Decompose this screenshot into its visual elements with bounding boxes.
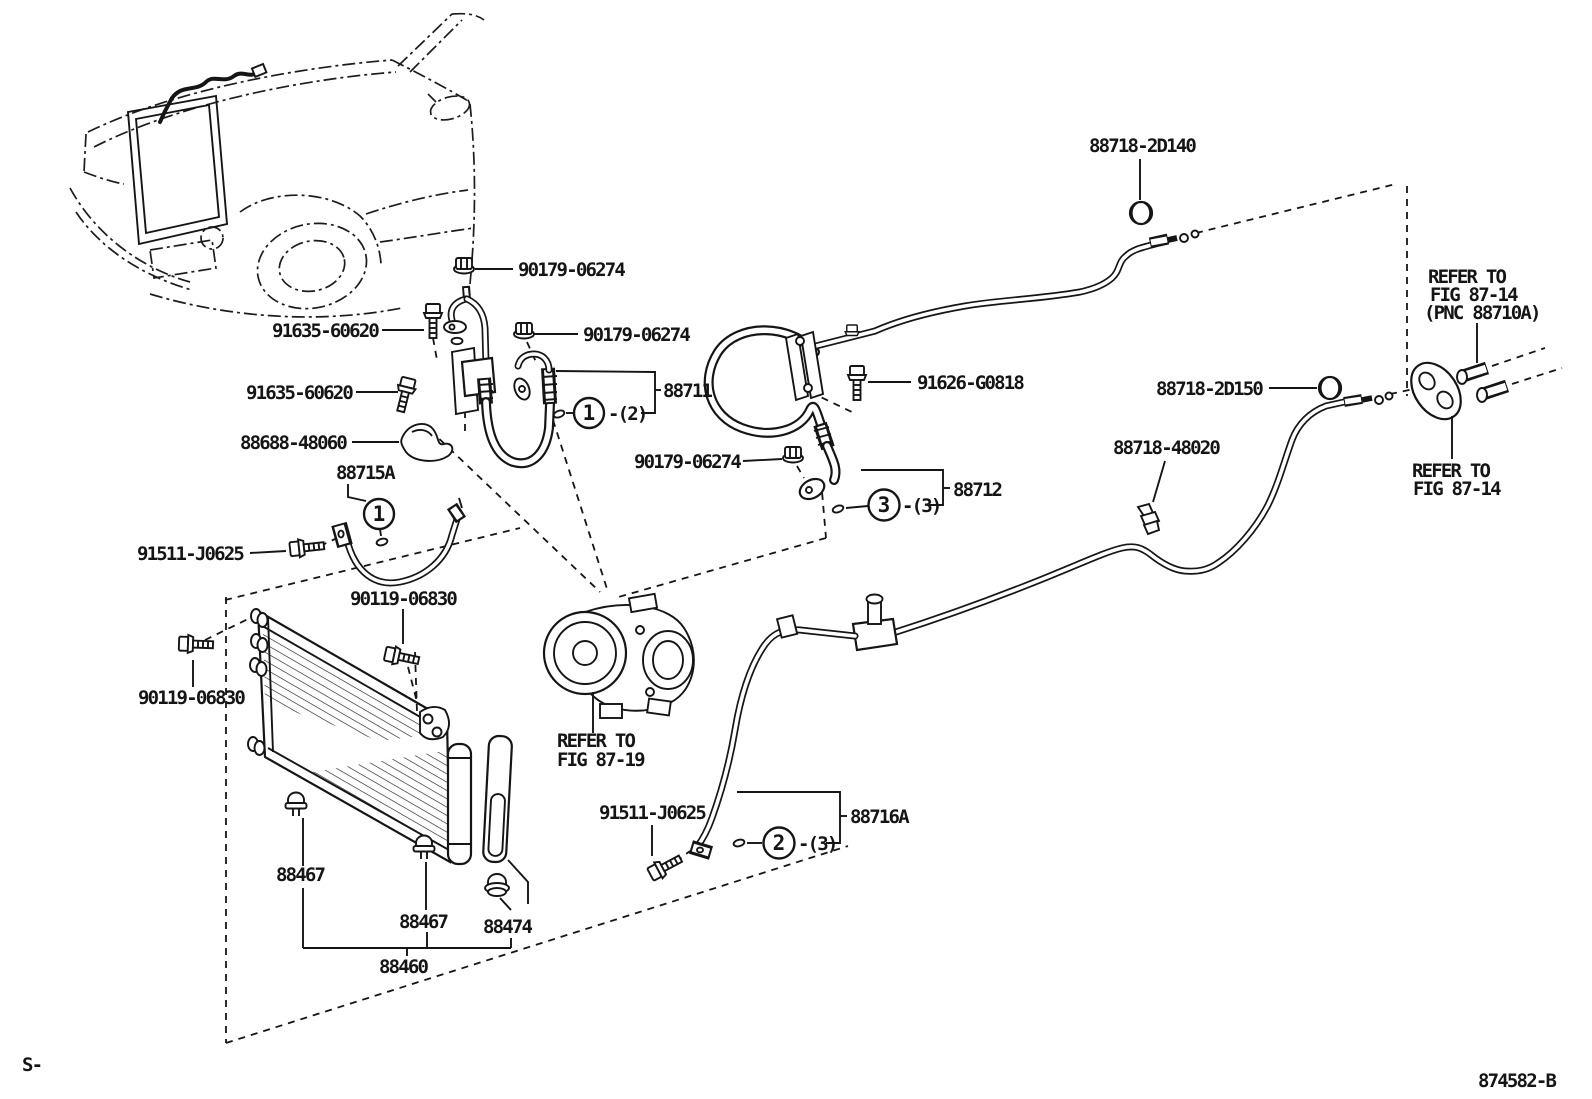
label-88467-left: 88467: [276, 864, 326, 886]
sheet-prefix: S-: [22, 1054, 41, 1076]
label-88718-48020: 88718-48020: [1113, 437, 1220, 459]
drier-element-88474: [482, 734, 513, 864]
label-88711: 88711: [663, 380, 713, 402]
firewall-grommet: [1410, 347, 1563, 421]
label-88716a: 88716A: [850, 806, 910, 828]
label-90179-06274-top: 90179-06274: [518, 259, 625, 281]
label-88718-2d150: 88718-2D150: [1156, 378, 1263, 400]
cushion-88467-icon: [412, 834, 436, 860]
callout-qty: -(3): [902, 495, 941, 517]
ref-fig-87-14-line1: REFER TO: [1412, 460, 1490, 482]
clamp-48020-icon: [1137, 503, 1160, 535]
callout-qty: -(3): [798, 833, 837, 855]
condenser-core: [256, 609, 452, 864]
ref-fig-87-14-pnc-line2: FIG 87-14: [1430, 284, 1518, 306]
callout-number: 1: [583, 401, 596, 425]
bolt-91635-icon: [423, 303, 443, 339]
label-88467-mid: 88467: [399, 911, 449, 933]
callout-2-88716a: 2 -(3): [731, 791, 847, 860]
ref-fig-87-14-pnc-line1: REFER TO: [1428, 266, 1506, 288]
label-90179-06274-mid: 90179-06274: [583, 324, 690, 346]
condenser-cushion-icon: [247, 736, 266, 756]
label-88712: 88712: [953, 479, 1002, 501]
label-90119-06830-right: 90119-06830: [350, 588, 457, 610]
bolt-91626-icon: [847, 365, 867, 401]
fasteners: [177, 200, 1343, 884]
ref-fig-87-19-line1: REFER TO: [557, 730, 635, 752]
suction-hose-88712: [703, 325, 841, 501]
label-90119-06830-left: 90119-06830: [138, 687, 245, 709]
ref-fig-87-14-pnc-line3: (PNC 88710A): [1424, 302, 1540, 324]
nut-90179-icon: [453, 257, 475, 275]
nut-90179-icon: [782, 446, 804, 464]
callout-number: 3: [878, 493, 891, 517]
condenser-bracket: [419, 706, 450, 741]
bolt-90119-icon: [177, 633, 215, 655]
label-88718-2d140: 88718-2D140: [1089, 135, 1196, 157]
section-boundary-dashes: [204, 183, 1415, 1044]
label-90179-06274-suction: 90179-06274: [634, 451, 741, 473]
liquid-tube-88715a: [331, 497, 467, 587]
callout-number: 1: [373, 502, 386, 526]
pipe-clamp-icon: [784, 330, 825, 402]
callout-qty: -(2): [608, 403, 647, 425]
piping: [331, 229, 1563, 860]
rear-pipe-lower: [851, 391, 1394, 652]
callouts: 1 -(2) 1 3 -(3) 2 -(3: [347, 370, 950, 860]
callout-number: 2: [773, 831, 786, 855]
suction-tube-88716a: [688, 614, 859, 860]
receiver-drier-tank: [446, 742, 473, 866]
callout-3-88712: 3 -(3): [830, 469, 950, 522]
compressor: [542, 592, 695, 719]
cap-2d150-icon: [1317, 375, 1343, 401]
drier-nut-icon: [484, 873, 510, 897]
condenser-cushion-icon: [250, 608, 269, 628]
label-91511-j0625-tube: 91511-J0625: [599, 802, 706, 824]
label-91511-j0625-condenser: 91511-J0625: [137, 543, 244, 565]
reference-notes: REFER TO FIG 87-19 REFER TO FIG 87-14 (P…: [557, 266, 1541, 771]
cushion-88467-icon: [284, 791, 308, 817]
label-88460: 88460: [379, 956, 429, 978]
clamp-88688-icon: [400, 423, 454, 462]
condenser-fins-upper: [263, 630, 442, 741]
callout-1-88711: 1 -(2): [551, 370, 661, 430]
callout-1-88715a: 1: [347, 484, 396, 548]
bolt-91635-icon: [390, 375, 419, 415]
label-91626-g0818: 91626-G0818: [917, 372, 1024, 394]
label-88474: 88474: [483, 916, 533, 938]
condenser-fins-lower: [312, 750, 451, 856]
part-labels: 90179-06274 91635-60620 90179-06274 9163…: [137, 135, 1265, 978]
rear-pipe-upper: [784, 229, 1200, 402]
figure-number: 874582-B: [1478, 1070, 1556, 1092]
vehicle-sketch: [69, 12, 485, 318]
bolt-91511-icon: [288, 535, 326, 560]
leader-lines: [192, 159, 1478, 956]
nut-90179-icon: [513, 322, 535, 340]
label-91635-60620-upper: 91635-60620: [272, 320, 379, 342]
condenser-assembly: [247, 608, 529, 904]
discharge-hose-88711: [443, 285, 558, 469]
ref-fig-87-14-line2: FIG 87-14: [1413, 478, 1501, 500]
cap-2d140-icon: [1128, 200, 1154, 226]
ref-fig-87-19-line2: FIG 87-19: [557, 749, 645, 771]
label-88688-48060: 88688-48060: [240, 432, 347, 454]
label-91635-60620-lower: 91635-60620: [246, 382, 353, 404]
label-88715a: 88715A: [336, 462, 396, 484]
